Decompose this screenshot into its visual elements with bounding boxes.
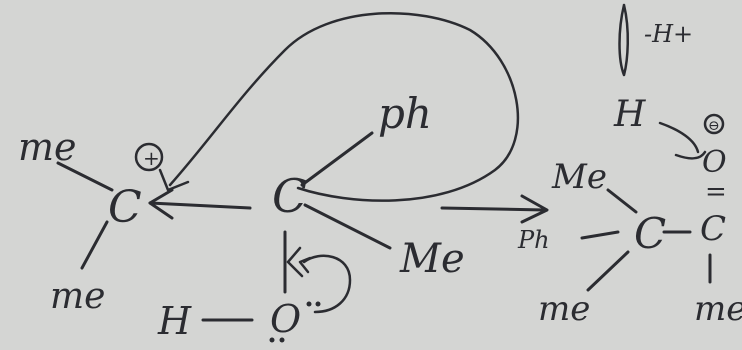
lone-pair-dot bbox=[306, 301, 312, 307]
lone-pair-dot bbox=[269, 337, 275, 343]
proton-transfer-arrow bbox=[658, 121, 700, 154]
middle-me-label: Me bbox=[399, 236, 465, 282]
bond-break-mark bbox=[286, 246, 304, 278]
carbonyl-me-label: me bbox=[694, 289, 742, 329]
left-bottom-bond bbox=[80, 220, 109, 270]
oxygen-charge: ⊖ bbox=[708, 118, 720, 134]
lone-pair-dot bbox=[279, 337, 285, 343]
product-top-bond bbox=[606, 188, 638, 214]
elimination-label: -H+ bbox=[644, 20, 693, 48]
curved-arrow-head bbox=[158, 168, 190, 192]
forward-arrow-shaft bbox=[440, 206, 547, 212]
product-ph-bond bbox=[580, 230, 620, 240]
product-double-bond: = bbox=[705, 177, 727, 207]
minus-charge-circle bbox=[703, 113, 725, 135]
left-cation-carbon: C bbox=[108, 182, 142, 233]
left-top-bond bbox=[56, 161, 114, 192]
product-bottom-me-label: me bbox=[538, 289, 590, 329]
lone-pair-dot bbox=[315, 301, 321, 307]
plus-charge-circle bbox=[134, 142, 164, 172]
lone-pair-arrow-head bbox=[298, 256, 312, 274]
proton-transfer-arrow-2 bbox=[674, 150, 707, 160]
product-oxygen: O bbox=[702, 145, 727, 180]
middle-me-bond bbox=[303, 203, 392, 250]
product-hydrogen: H bbox=[613, 94, 646, 135]
left-top-me-label: me bbox=[18, 125, 77, 169]
carbonyl-carbon: C bbox=[700, 209, 726, 249]
product-ph-label: Ph bbox=[517, 226, 550, 254]
middle-carbon: C bbox=[272, 169, 307, 223]
product-top-me-label: Me bbox=[551, 157, 607, 197]
product-central-carbon: C bbox=[634, 209, 666, 258]
left-bottom-me-label: me bbox=[50, 276, 105, 317]
arrow-to-cation-shaft bbox=[148, 201, 252, 210]
arrow-to-cation-head bbox=[148, 188, 174, 220]
lone-pair-arrow bbox=[302, 254, 352, 314]
middle-ph-bond bbox=[300, 131, 374, 187]
left-cation-charge: + bbox=[143, 146, 160, 170]
elimination-arrow bbox=[618, 3, 630, 77]
curved-migration-arrow bbox=[168, 12, 519, 202]
forward-arrow-head bbox=[520, 194, 549, 224]
product-bottom-bond bbox=[586, 250, 630, 292]
hydroxyl-h: H bbox=[157, 299, 192, 343]
hydroxyl-o: O bbox=[270, 297, 301, 341]
middle-ph-label: ph bbox=[378, 89, 432, 138]
